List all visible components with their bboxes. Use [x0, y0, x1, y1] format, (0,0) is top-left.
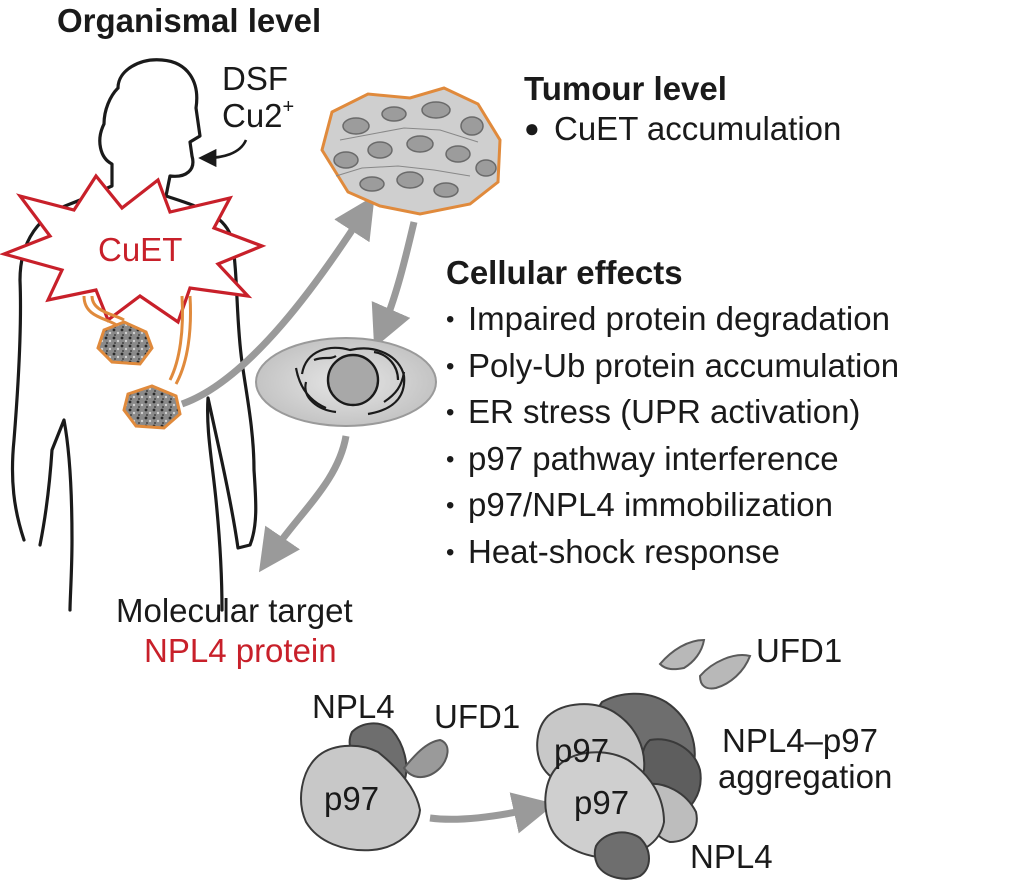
arrow-tumour-to-tissue — [180, 195, 375, 408]
tumour-bullet: ● CuET accumulation — [524, 112, 841, 145]
aggregation-label-line1: NPL4–p97 — [722, 722, 878, 759]
npl4-label-single: NPL4 — [312, 688, 395, 725]
dsf-to-mouth-arrow — [198, 139, 248, 168]
effect-item: Heat-shock response — [446, 529, 899, 576]
npl4-label-aggregate: NPL4 — [690, 838, 773, 875]
cellular-heading: Cellular effects — [446, 254, 683, 291]
organismal-heading: Organismal level — [57, 2, 322, 39]
single-p97-complex — [300, 722, 449, 852]
effect-item: p97/NPL4 immobilization — [446, 482, 899, 529]
p97-label-single: p97 — [324, 780, 380, 817]
aggregation-label-line2: aggregation — [718, 758, 893, 795]
npl4-aggregate-bottom — [593, 831, 650, 880]
arrow-cell-to-molecular — [258, 435, 350, 573]
cuet-starburst — [0, 173, 267, 325]
molecular-target: NPL4 protein — [144, 632, 337, 669]
dsf-label: DSF — [222, 60, 288, 97]
ufd1-label-free: UFD1 — [756, 632, 843, 669]
molecular-heading: Molecular target — [116, 592, 353, 629]
npl4-p97-aggregate — [536, 692, 702, 880]
ufd1-free-1 — [658, 638, 706, 671]
blood-vessels — [82, 295, 192, 385]
ufd1-label-single: UFD1 — [434, 698, 521, 735]
ufd1-free-2 — [698, 654, 752, 690]
cellular-effects-list: Impaired protein degradation Poly-Ub pro… — [446, 296, 899, 575]
tumour-1 — [96, 320, 154, 366]
arrow-complex-to-aggregate — [429, 792, 556, 834]
cu2-charge: + — [282, 96, 295, 118]
cu2-label: Cu2+ — [222, 97, 294, 132]
tumour-bullet-text: CuET accumulation — [554, 110, 842, 147]
p97-single — [300, 744, 422, 852]
effect-item: Poly-Ub protein accumulation — [446, 343, 899, 390]
tumour-2 — [122, 384, 182, 430]
bullet-dot: ● — [524, 113, 540, 143]
arrow-tissue-to-cell — [371, 221, 418, 348]
effect-item: ER stress (UPR activation) — [446, 389, 899, 436]
p97-label-aggregate-bottom: p97 — [574, 784, 630, 821]
cuet-label: CuET — [98, 231, 183, 268]
tumour-heading: Tumour level — [524, 70, 727, 107]
effect-item: Impaired protein degradation — [446, 296, 899, 343]
cu2-text: Cu2 — [222, 97, 283, 134]
single-cell — [255, 337, 437, 427]
p97-label-aggregate-top: p97 — [554, 732, 610, 769]
effect-item: p97 pathway interference — [446, 436, 899, 483]
tumour-tissue — [320, 86, 502, 216]
ufd1-single — [402, 738, 449, 778]
